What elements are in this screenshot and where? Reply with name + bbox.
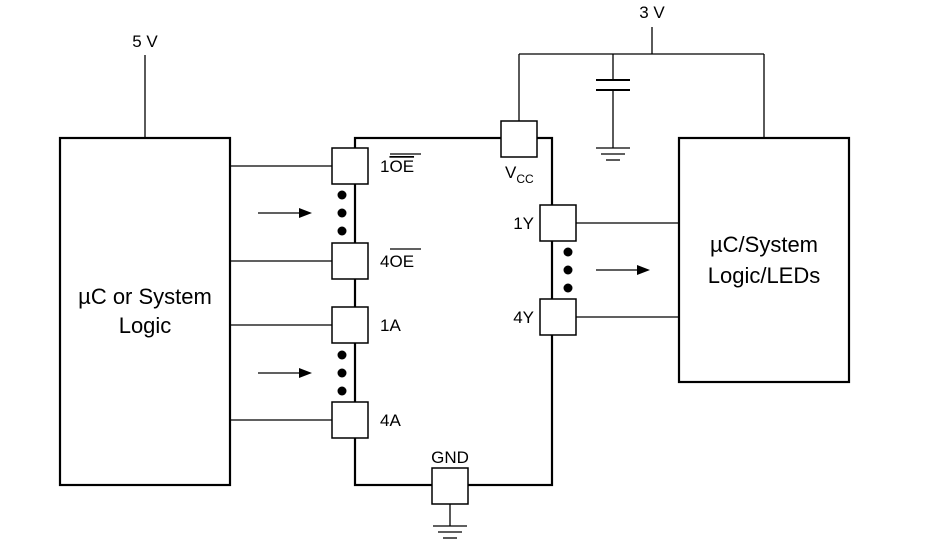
pin-1oe-label: 1OE	[380, 157, 414, 176]
ellipsis-dots-oe	[337, 190, 347, 236]
pin-vcc	[500, 120, 538, 158]
pin-4oe-label: 4OE	[380, 252, 414, 271]
pin-vcc-label: VCC	[505, 163, 534, 186]
pin-1a-label: 1A	[380, 316, 401, 335]
capacitor-ground-icon	[596, 147, 630, 161]
supply-5v-label: 5 V	[132, 32, 158, 51]
arrow-right-icon	[596, 265, 650, 275]
right-controller-block	[677, 136, 851, 384]
pin-gnd	[431, 467, 469, 505]
pin-gnd-label: GND	[431, 448, 469, 467]
pin-4a	[331, 401, 369, 439]
right-block-label-line1: µC/System	[710, 232, 818, 257]
pin-1y	[539, 204, 577, 242]
left-controller-block	[58, 136, 232, 487]
pin-4a-label: 4A	[380, 411, 401, 430]
ground-icon	[433, 525, 467, 539]
ellipsis-dots-y	[563, 247, 573, 293]
pin-4y	[539, 298, 577, 336]
pin-4y-label: 4Y	[513, 308, 534, 327]
ellipsis-dots-a	[337, 350, 347, 396]
arrow-right-icon	[258, 368, 312, 378]
pin-1a	[331, 306, 369, 344]
decoupling-capacitor	[596, 54, 630, 148]
left-block-label-line1: µC or System	[78, 284, 212, 309]
supply-3v-label: 3 V	[639, 3, 665, 22]
pin-1y-label: 1Y	[513, 214, 534, 233]
right-block-label-line2: Logic/LEDs	[708, 263, 821, 288]
buffer-ic-body	[353, 136, 554, 487]
pin-1oe	[331, 147, 369, 185]
pin-4oe	[331, 242, 369, 280]
arrow-right-icon	[258, 208, 312, 218]
left-block-label-line2: Logic	[119, 313, 172, 338]
